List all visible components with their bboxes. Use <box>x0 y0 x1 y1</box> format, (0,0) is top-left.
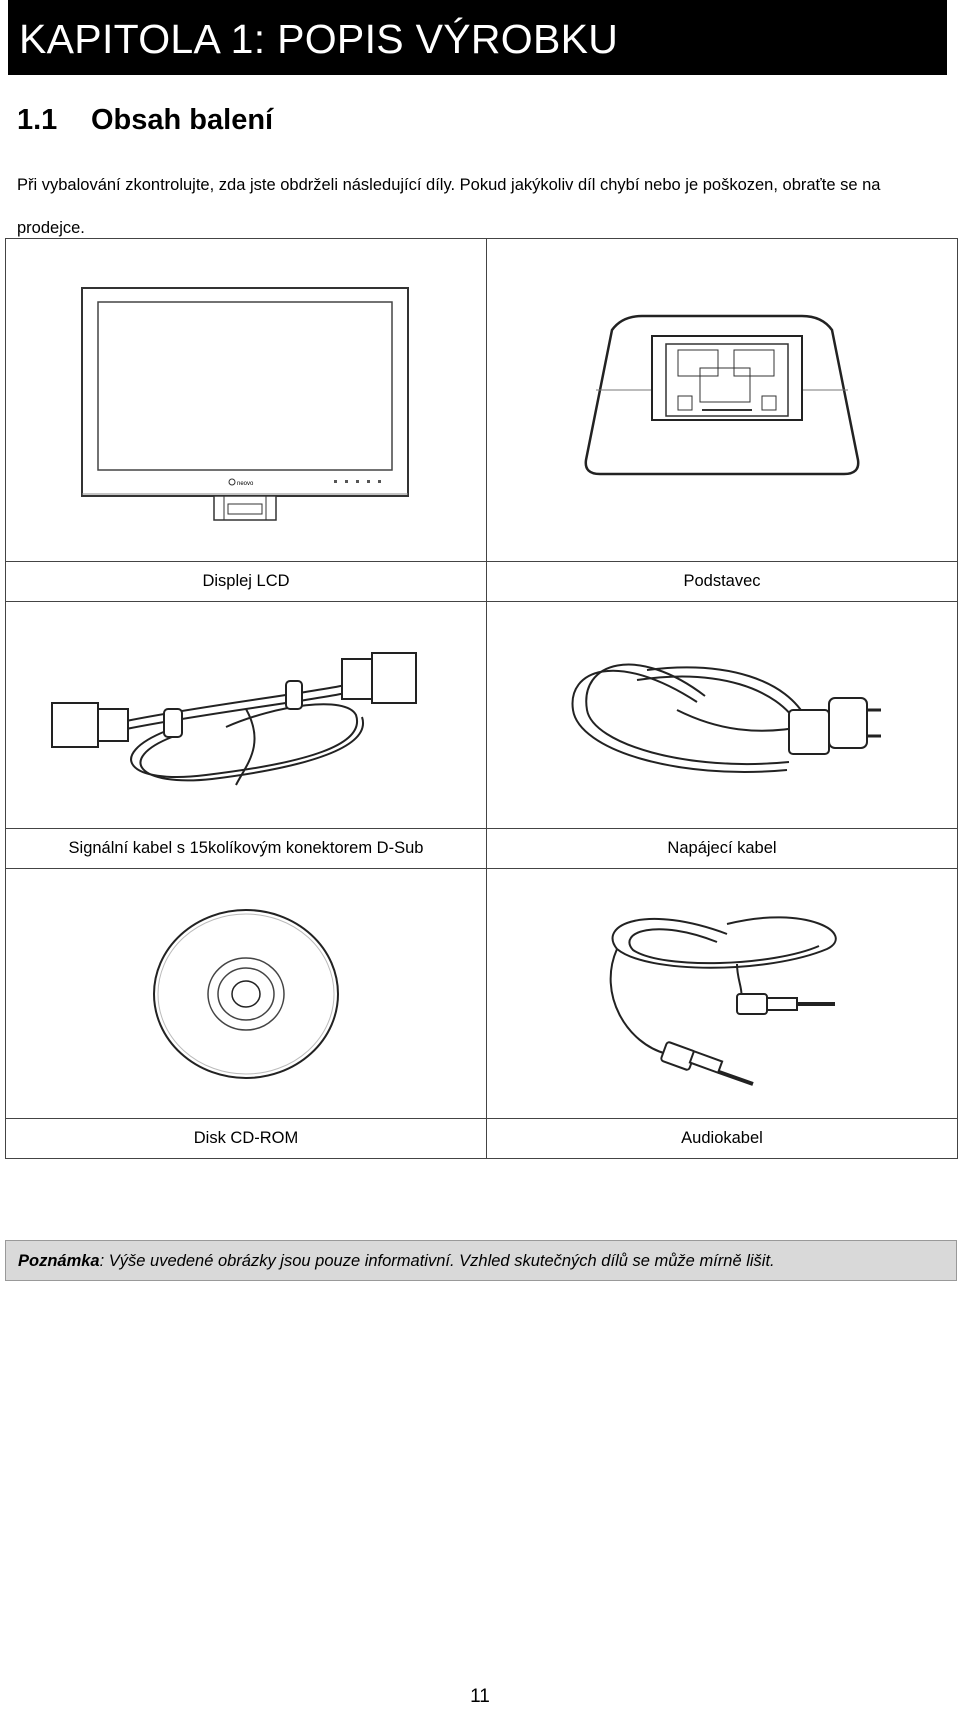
item-caption: Audiokabel <box>486 1118 958 1159</box>
item-caption: Napájecí kabel <box>486 828 958 869</box>
intro-paragraph: Při vybalování zkontrolujte, zda jste ob… <box>17 176 881 237</box>
section-number: 1.1 <box>17 104 58 136</box>
item-caption: Podstavec <box>486 561 958 602</box>
note-text: : Výše uvedené obrázky jsou pouze inform… <box>99 1252 775 1270</box>
lcd-display-illustration: neovo <box>81 286 409 521</box>
item-caption: Displej LCD <box>5 561 487 602</box>
note-label: Poznámka <box>18 1252 100 1270</box>
lcd-display-image-cell: neovo <box>5 238 487 562</box>
item-caption: Signální kabel s 15kolíkovým konektorem … <box>5 828 487 869</box>
power-cable-illustration <box>571 663 881 773</box>
stand-image-cell <box>486 238 958 562</box>
display-logo: neovo <box>237 481 254 487</box>
stand-base-illustration <box>584 314 860 476</box>
section-heading: 1.1 Obsah balení <box>17 104 273 137</box>
page-number: 11 <box>470 1686 490 1707</box>
section-title: Obsah balení <box>91 104 274 136</box>
note-box: Poznámka: Výše uvedené obrázky jsou pouz… <box>5 1240 957 1281</box>
dsub-cable-illustration <box>51 652 417 786</box>
chapter-title: KAPITOLA 1: POPIS VÝROBKU <box>8 0 947 75</box>
audio-cable-image-cell <box>486 868 958 1119</box>
cd-rom-illustration <box>153 908 339 1079</box>
cd-rom-image-cell <box>5 868 487 1119</box>
power-cable-image-cell <box>486 601 958 829</box>
item-caption: Disk CD-ROM <box>5 1118 487 1159</box>
dsub-cable-image-cell <box>5 601 487 829</box>
package-contents-table: neovo <box>5 238 958 1159</box>
audio-cable-illustration <box>609 915 837 1086</box>
